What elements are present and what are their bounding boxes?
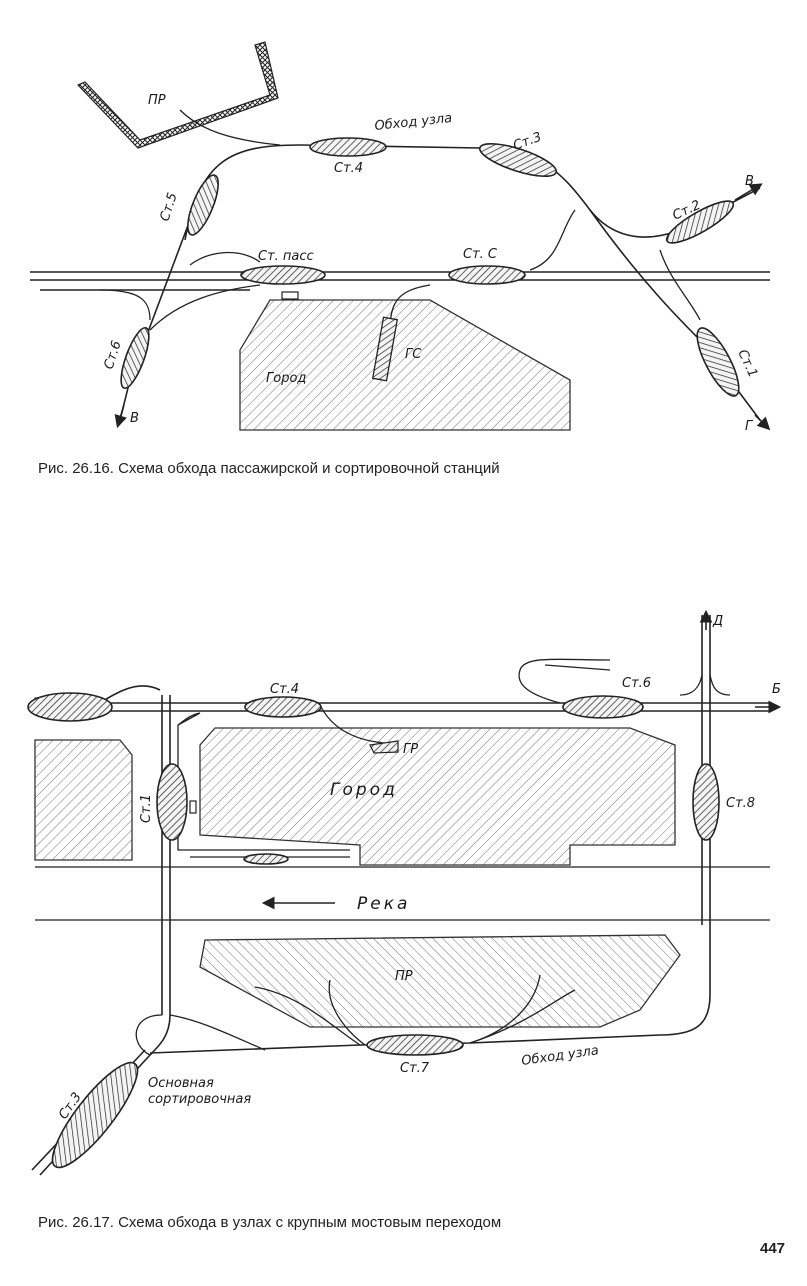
pr-siding-mid (328, 979, 366, 1046)
hump-yard-gs (371, 316, 399, 382)
label-stpass: Ст. пасс (258, 249, 314, 264)
figure-26-16-diagram: ПР Обход узла Ст.4 Ст.3 Ст.5 Ст.2 Ст. па… (30, 41, 771, 434)
label-st4: Ст.4 (334, 161, 363, 176)
block-left (34, 739, 133, 861)
station-st6 (120, 326, 150, 390)
label-gs: ГС (405, 347, 422, 362)
label-dir-v-top: В (745, 174, 754, 189)
station-st1 (696, 327, 740, 397)
st8-curve-right (709, 674, 731, 696)
st8-curve-left (679, 674, 703, 696)
city-inner-track (177, 712, 350, 851)
label-gorod: Город (330, 780, 398, 800)
caption-figure-26-17: Рис. 26.17. Схема обхода в узлах с крупн… (38, 1214, 502, 1231)
label-st1: Ст.1 (734, 347, 760, 380)
caption-figure-26-16: Рис. 26.16. Схема обхода пассажирской и … (38, 460, 500, 477)
bypass-track-2 (149, 1014, 171, 1056)
figure-26-16: ПР Обход узла Ст.4 Ст.3 Ст.5 Ст.2 Ст. па… (0, 0, 807, 500)
label-st3: Ст.3 (511, 130, 543, 154)
track-stc-up (529, 209, 576, 271)
city-block (199, 727, 676, 866)
label-st6: Ст.6 (102, 339, 125, 371)
bypass-track (184, 144, 761, 241)
label-stc: Ст. С (463, 247, 498, 262)
border-zigzag (76, 41, 279, 149)
track-st2-down (659, 249, 701, 321)
station-top-left (27, 692, 113, 722)
label-st7: Ст.7 (400, 1061, 430, 1076)
station-stc (448, 265, 526, 285)
label-gorod: Город (266, 371, 306, 386)
station-st6 (562, 695, 644, 719)
track-st5-st6 (119, 219, 191, 421)
bypass-track (149, 925, 711, 1054)
label-pr: ПР (395, 969, 413, 984)
label-dir-g: Г (745, 419, 754, 434)
label-pr: ПР (148, 93, 166, 108)
label-dir-b: Б (772, 682, 781, 697)
label-reka: Река (357, 894, 410, 914)
label-st6: Ст.6 (622, 676, 651, 691)
loop-st6-b (544, 664, 611, 671)
figure-26-17-diagram: Ст.4 Ст.6 ГР Город Ст.1 Ст.8 Река ПР Ст.… (27, 609, 782, 1176)
station-st1 (156, 763, 188, 841)
loop-top-left (99, 685, 161, 704)
pr-block (199, 934, 681, 1028)
station-st5 (187, 174, 219, 236)
station-st8 (692, 763, 720, 841)
label-obkhod: Обход узла (520, 1043, 599, 1069)
station-st3 (479, 143, 557, 177)
label-gr: ГР (403, 742, 418, 757)
direction-arrow-g (754, 414, 771, 431)
label-st4: Ст.4 (270, 682, 299, 697)
label-st1: Ст.1 (139, 794, 154, 823)
station-st3 (51, 1061, 139, 1169)
track-st6-link (99, 289, 151, 321)
small-building (189, 800, 197, 814)
page-number: 447 (760, 1240, 786, 1257)
track-pass-curve (189, 251, 261, 266)
figure-26-17: Ст.4 Ст.6 ГР Город Ст.1 Ст.8 Река ПР Ст.… (0, 595, 807, 1231)
station-st4 (309, 137, 387, 157)
gr-branch (319, 704, 386, 744)
city-area (239, 299, 571, 431)
station-st4 (244, 696, 322, 718)
label-osn1: Основная (148, 1076, 214, 1091)
label-obkhod: Обход узла (374, 111, 453, 134)
direction-arrow-v-top (734, 183, 763, 201)
track-pass-link (149, 284, 261, 331)
track-to-st1 (589, 209, 761, 421)
label-dir-d: Д (712, 614, 723, 629)
station-st2 (665, 200, 735, 244)
direction-arrow-v-bottom (114, 404, 127, 429)
pr-siding-left (254, 986, 361, 1046)
pr-track (179, 109, 281, 146)
pr-siding-right2 (469, 989, 576, 1044)
label-dir-v-bottom: В (130, 411, 139, 426)
station-small-river (243, 853, 289, 865)
label-st5: Ст.5 (158, 191, 181, 223)
station-st7 (366, 1034, 464, 1056)
loop-st6 (518, 658, 611, 704)
label-st8: Ст.8 (726, 796, 755, 811)
gr-yard (369, 740, 399, 754)
label-osn2: сортировочная (148, 1092, 251, 1107)
passenger-building (281, 291, 299, 300)
station-stpass (240, 265, 326, 285)
